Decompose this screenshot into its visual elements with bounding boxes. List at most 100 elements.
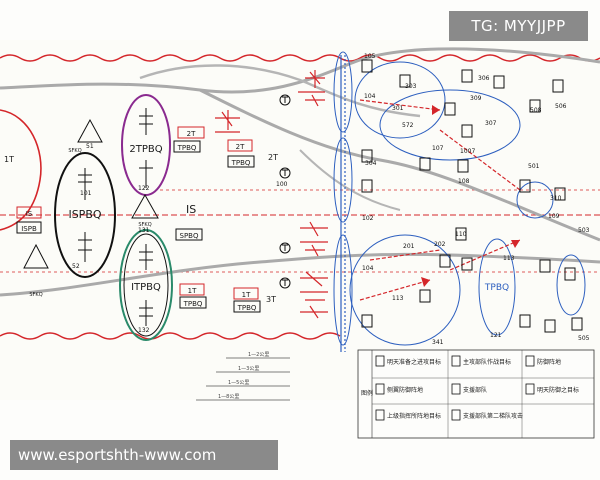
enemy-area-4 [478,238,516,336]
svg-text:105: 105 [364,53,376,60]
svg-text:51: 51 [86,143,94,150]
label-sfkq-3: SFKQ [29,292,42,298]
svg-text:132: 132 [138,327,150,334]
svg-text:572: 572 [402,122,414,129]
command-post-symbols [279,94,291,289]
enemy-area-5 [556,254,586,316]
svg-text:107: 107 [432,145,444,152]
blue-segment-3 [333,234,353,346]
box-tpbq-1-text: TPBQ [177,144,197,152]
front-line-top [0,54,600,62]
front-line-bottom [0,332,341,340]
svg-text:109: 109 [548,213,560,220]
label-ispbq: ISPBQ [68,208,101,221]
box-1t-b [233,287,259,300]
svg-text:508: 508 [530,107,542,114]
box-tpbq-2 [227,155,255,168]
box-1t [179,283,205,296]
road-4 [0,252,600,297]
box-is-text: IS [26,210,33,218]
legend-r2c2: 支援部队 [463,386,487,394]
svg-text:113: 113 [392,295,404,302]
box-tpbq-3 [179,296,207,309]
svg-text:102: 102 [362,215,374,222]
svg-text:501: 501 [528,163,540,170]
legend-r1c2: 主攻部队作战目标 [463,358,511,366]
svg-text:341: 341 [432,339,444,346]
box-ispb [16,221,42,234]
label-is-mid: IS [186,203,196,216]
svg-text:301: 301 [392,105,404,112]
legend-key-label: 图例 [361,389,373,397]
label-sfkq-1: SFKQ [68,148,81,154]
box-tpbq-4-text: TPBQ [237,304,257,312]
svg-text:1007: 1007 [460,148,475,155]
enemy-area-6 [516,181,554,219]
itpbq-zone-inner [123,233,169,337]
svg-text:113: 113 [503,255,515,262]
svg-text:101: 101 [80,190,92,197]
svg-text:122: 122 [138,185,150,192]
road-2 [139,64,421,118]
svg-text:306: 306 [478,75,490,82]
sfkq-triangle-3 [23,243,49,269]
svg-text:121: 121 [490,332,502,339]
svg-text:303: 303 [405,83,417,90]
enemy-unit-squares [361,59,583,333]
label-itpbq: ITPBQ [131,282,161,293]
box-2t-text: 2T [187,130,196,138]
enemy-area-2 [379,89,521,161]
label-1t-left: 1T [4,155,14,164]
svg-text:503: 503 [578,227,590,234]
svg-text:505: 505 [578,335,590,342]
svg-text:309: 309 [470,95,482,102]
svg-text:108: 108 [458,178,470,185]
svg-text:310: 310 [550,195,562,202]
legend-r3c2: 支援部队第二梯队攻击 [463,412,523,420]
enemy-area-1 [354,61,446,139]
box-2t-b [227,139,253,152]
sfkq-triangle-1 [77,118,103,143]
svg-text:104: 104 [362,265,374,272]
scale-labels: 1—2公里 1—3公里 1—5公里 1—8公里 [218,352,269,400]
box-tpbq-1 [173,140,201,153]
svg-text:100: 100 [276,181,288,188]
legend-r1c1: 明天准备之进攻目标 [387,358,441,366]
box-2t-b-text: 2T [236,143,245,151]
artillery-cluster-3 [300,221,328,257]
svg-text:201: 201 [403,243,415,250]
box-spbq [175,228,203,241]
label-sfkq-2: SFKQ [138,222,151,228]
artillery-cluster-4 [300,271,328,319]
legend-r3c1: 上级指挥所阵地目标 [387,412,441,420]
tpbq2-zone [121,94,171,196]
legend: 图例 明天准备之进攻目标 主攻部队作战目标 防御阵地 侧翼防御阵地 支援部队 明… [357,349,595,439]
svg-text:131: 131 [138,227,150,234]
svg-text:304: 304 [365,160,377,167]
watermark-telegram: TG: MYYJJPP [449,11,588,41]
svg-text:1—5公里: 1—5公里 [228,380,249,386]
box-2t [177,126,205,139]
svg-text:110: 110 [455,231,467,238]
label-2tpbq: 2TPBQ [129,144,162,155]
road-5 [299,149,401,211]
legend-r2c3: 明天防御之目标 [537,386,579,394]
legend-r2c1: 侧翼防御阵地 [387,386,423,394]
label-3t: 3T [266,295,276,304]
label-enemy-tpbq: TPBQ [484,283,509,293]
scale-bracket [196,357,290,401]
legend-r1c3: 防御阵地 [537,358,561,366]
road-3 [199,88,600,242]
arrowheads [421,105,520,287]
enemy-area-3 [349,234,461,346]
svg-text:202: 202 [434,241,446,248]
box-tpbq-3-text: TPBQ [183,300,203,308]
box-1t-text: 1T [188,287,197,295]
itpbq-zone [119,229,173,341]
artillery-cluster-2 [215,110,240,133]
unit-markers [78,108,153,326]
box-1t-b-text: 1T [242,291,251,299]
svg-text:104: 104 [364,93,376,100]
